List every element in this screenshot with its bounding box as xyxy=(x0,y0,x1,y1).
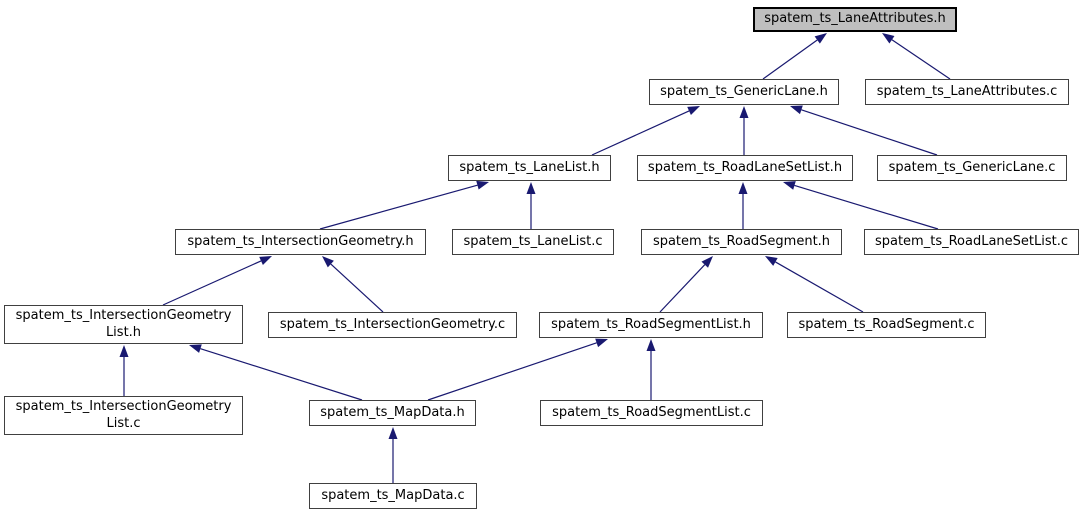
edge-road-segment-list-c-to-road-segment-list-h xyxy=(646,339,656,400)
edge-road-lane-set-list-c-to-road-lane-set-list-h xyxy=(783,181,939,230)
edge-road-segment-list-h-to-road-segment-h xyxy=(659,256,713,313)
edge-line xyxy=(775,261,864,313)
edge-generic-lane-h-to-lane-attributes-h xyxy=(762,33,827,80)
edge-line xyxy=(330,263,384,313)
node-lane-attributes-c[interactable]: spatem_ts_LaneAttributes.c xyxy=(865,79,1069,105)
arrowhead-icon xyxy=(739,106,749,118)
arrowhead-icon xyxy=(783,181,796,190)
edge-intersection-geometry-c-to-intersection-geometry-h xyxy=(322,256,384,313)
arrowhead-icon xyxy=(882,33,895,44)
arrowhead-icon xyxy=(687,106,700,116)
node-intersection-geometry-list-h[interactable]: spatem_ts_IntersectionGeometry List.h xyxy=(4,305,243,344)
edge-intersection-geometry-h-to-lane-list-h xyxy=(319,180,489,230)
edge-road-lane-set-list-h-to-generic-lane-h xyxy=(739,106,749,155)
node-intersection-geometry-c[interactable]: spatem_ts_IntersectionGeometry.c xyxy=(268,312,517,338)
node-generic-lane-c[interactable]: spatem_ts_GenericLane.c xyxy=(877,155,1067,181)
node-road-segment-list-h[interactable]: spatem_ts_RoadSegmentList.h xyxy=(539,312,763,338)
edge-line xyxy=(200,348,363,401)
edge-generic-lane-c-to-generic-lane-h xyxy=(790,105,938,156)
edge-map-data-c-to-map-data-h xyxy=(388,427,398,483)
node-map-data-c[interactable]: spatem_ts_MapData.c xyxy=(309,483,477,509)
node-generic-lane-h[interactable]: spatem_ts_GenericLane.h xyxy=(649,79,839,105)
edge-intersection-geometry-list-c-to-intersection-geometry-list-h xyxy=(119,345,129,396)
edge-map-data-h-to-road-segment-list-h xyxy=(427,338,608,401)
arrowhead-icon xyxy=(388,427,398,439)
edge-line xyxy=(319,184,478,230)
arrowhead-icon xyxy=(701,256,713,268)
node-intersection-geometry-list-c[interactable]: spatem_ts_IntersectionGeometry List.c xyxy=(4,396,243,435)
edge-line xyxy=(659,264,706,313)
node-road-segment-h[interactable]: spatem_ts_RoadSegment.h xyxy=(641,229,842,255)
edge-road-segment-c-to-road-segment-h xyxy=(765,256,864,313)
arrowhead-icon xyxy=(595,338,608,348)
edge-line xyxy=(162,260,262,306)
node-road-segment-c[interactable]: spatem_ts_RoadSegment.c xyxy=(787,312,986,338)
edge-road-segment-h-to-road-lane-set-list-h xyxy=(738,182,748,229)
edge-line xyxy=(801,109,938,156)
edge-line xyxy=(427,342,597,401)
arrowhead-icon xyxy=(765,256,778,266)
arrowhead-icon xyxy=(259,256,272,266)
node-lane-list-h[interactable]: spatem_ts_LaneList.h xyxy=(448,155,611,181)
arrowhead-icon xyxy=(646,339,656,351)
node-lane-list-c[interactable]: spatem_ts_LaneList.c xyxy=(452,229,614,255)
edge-line xyxy=(762,39,818,80)
edge-line xyxy=(891,39,951,80)
edge-line xyxy=(591,110,690,156)
edge-lane-attributes-c-to-lane-attributes-h xyxy=(882,33,951,80)
node-lane-attributes-h[interactable]: spatem_ts_LaneAttributes.h xyxy=(753,7,957,32)
arrowhead-icon xyxy=(476,180,489,190)
node-intersection-geometry-h[interactable]: spatem_ts_IntersectionGeometry.h xyxy=(175,229,426,255)
arrowhead-icon xyxy=(322,256,334,268)
node-road-lane-set-list-h[interactable]: spatem_ts_RoadLaneSetList.h xyxy=(637,155,853,181)
arrowhead-icon xyxy=(189,344,202,353)
arrowhead-icon xyxy=(738,182,748,194)
edge-line xyxy=(794,184,939,230)
edge-intersection-geometry-list-h-to-intersection-geometry-h xyxy=(162,256,272,306)
arrowhead-icon xyxy=(526,182,536,194)
edge-lane-list-h-to-generic-lane-h xyxy=(591,106,700,156)
node-road-segment-list-c[interactable]: spatem_ts_RoadSegmentList.c xyxy=(540,400,763,426)
node-road-lane-set-list-c[interactable]: spatem_ts_RoadLaneSetList.c xyxy=(864,229,1079,255)
node-map-data-h[interactable]: spatem_ts_MapData.h xyxy=(309,400,476,426)
arrowhead-icon xyxy=(814,33,827,44)
edge-lane-list-c-to-lane-list-h xyxy=(526,182,536,229)
arrowhead-icon xyxy=(790,105,803,115)
edge-map-data-h-to-intersection-geometry-list-h xyxy=(189,344,363,401)
arrowhead-icon xyxy=(119,345,129,357)
